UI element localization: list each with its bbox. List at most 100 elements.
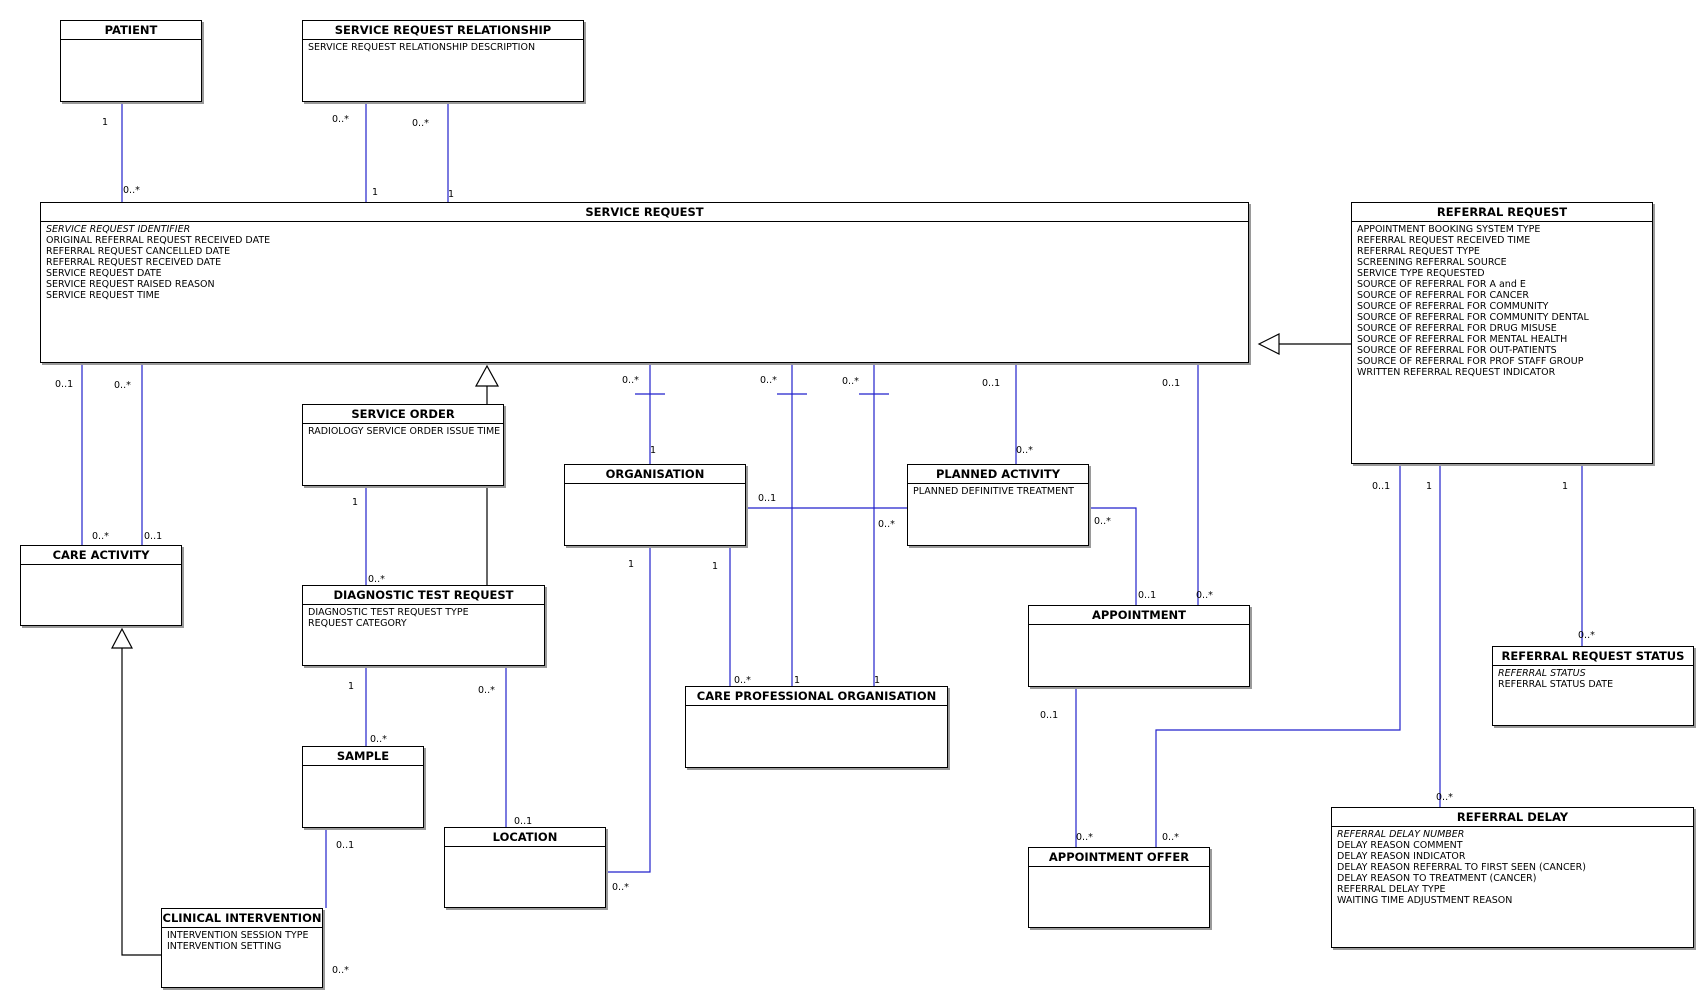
generalization-arrowhead [474,364,500,387]
class-attribute: SERVICE REQUEST IDENTIFIER [46,224,191,235]
class-attribute: SERVICE REQUEST RELATIONSHIP DESCRIPTION [308,42,536,53]
multiplicity-label: 1 [448,189,455,200]
class-attribute: SOURCE OF REFERRAL FOR COMMUNITY DENTAL [1357,312,1589,323]
class-service-request-relationship[interactable]: SERVICE REQUEST RELATIONSHIP SERVICE REQU… [302,20,584,102]
class-attribute: REFERRAL STATUS DATE [1498,679,1614,690]
generalization-arrowhead [1257,333,1280,355]
multiplicity-label: 0..* [1436,792,1453,803]
generalization-line [121,648,161,956]
multiplicity-label: 0..1 [1372,481,1391,492]
class-attribute: WRITTEN REFERRAL REQUEST INDICATOR [1357,367,1556,378]
multiplicity-label: 1 [874,675,881,686]
class-attribute: SOURCE OF REFERRAL FOR MENTAL HEALTH [1357,334,1568,345]
attribute-list [303,766,423,770]
multiplicity-label: 0..* [734,675,751,686]
multiplicity-label: 0..* [878,519,895,530]
class-title: CARE PROFESSIONAL ORGANISATION [686,687,947,706]
class-attribute: DELAY REASON COMMENT [1337,840,1463,851]
class-attribute: WAITING TIME ADJUSTMENT REASON [1337,895,1513,906]
class-attribute: PLANNED DEFINITIVE TREATMENT [913,486,1074,497]
class-title: CARE ACTIVITY [21,546,181,565]
class-attribute: SERVICE TYPE REQUESTED [1357,268,1485,279]
multiplicity-label: 0..* [92,531,109,542]
class-title: REFERRAL DELAY [1332,808,1693,827]
association-line [1155,465,1401,847]
class-attribute: APPOINTMENT BOOKING SYSTEM TYPE [1357,224,1541,235]
multiplicity-label: 0..1 [1162,378,1181,389]
class-patient[interactable]: PATIENT [60,20,202,102]
multiplicity-label: 0..1 [55,379,74,390]
class-attribute: DELAY REASON REFERRAL TO FIRST SEEN (CAN… [1337,862,1586,873]
class-attribute: REFERRAL REQUEST RECEIVED TIME [1357,235,1531,246]
class-attribute: REFERRAL REQUEST CANCELLED DATE [46,246,231,257]
class-sample[interactable]: SAMPLE [302,746,424,828]
class-attribute: SOURCE OF REFERRAL FOR A and E [1357,279,1526,290]
class-location[interactable]: LOCATION [444,827,606,908]
class-appointment[interactable]: APPOINTMENT [1028,605,1250,687]
class-attribute: REFERRAL REQUEST RECEIVED DATE [46,257,222,268]
class-attribute: INTERVENTION SETTING [167,941,282,952]
attribute-list [445,847,605,851]
multiplicity-label: 0..* [842,376,859,387]
multiplicity-label: 0..* [370,734,387,745]
multiplicity-label: 1 [102,117,109,128]
class-care-activity[interactable]: CARE ACTIVITY [20,545,182,626]
attribute-list [565,484,745,488]
multiplicity-label: 1 [1562,481,1569,492]
class-attribute: REQUEST CATEGORY [308,618,407,629]
class-attribute: DELAY REASON TO TREATMENT (CANCER) [1337,873,1537,884]
multiplicity-label: 0..1 [1138,590,1157,601]
class-appointment-offer[interactable]: APPOINTMENT OFFER [1028,847,1210,928]
class-care-professional-organisation[interactable]: CARE PROFESSIONAL ORGANISATION [685,686,948,768]
multiplicity-label: 0..* [1196,590,1213,601]
class-title: LOCATION [445,828,605,847]
multiplicity-label: 0..* [412,118,429,129]
multiplicity-label: 0..* [1578,630,1595,641]
multiplicity-label: 0..* [368,574,385,585]
class-attribute: REFERRAL DELAY NUMBER [1337,829,1465,840]
class-attribute: REFERRAL REQUEST TYPE [1357,246,1480,257]
multiplicity-label: 0..* [123,185,140,196]
class-title: SERVICE ORDER [303,405,503,424]
class-attribute: SOURCE OF REFERRAL FOR PROF STAFF GROUP [1357,356,1584,367]
multiplicity-label: 1 [352,497,359,508]
multiplicity-label: 1 [1426,481,1433,492]
attribute-list [1029,625,1249,629]
class-attribute: SERVICE REQUEST DATE [46,268,162,279]
class-attribute: REFERRAL STATUS [1498,668,1586,679]
multiplicity-label: 0..1 [336,840,355,851]
attribute-list [21,565,181,569]
attribute-list: PLANNED DEFINITIVE TREATMENT [908,484,1088,499]
multiplicity-label: 0..1 [758,493,777,504]
multiplicity-label: 0..* [332,965,349,976]
attribute-list: RADIOLOGY SERVICE ORDER ISSUE TIME [303,424,503,439]
multiplicity-label: 0..1 [514,816,533,827]
multiplicity-label: 1 [650,445,657,456]
class-title: PATIENT [61,21,201,40]
class-attribute: DELAY REASON INDICATOR [1337,851,1466,862]
multiplicity-label: 0..* [114,380,131,391]
attribute-list [686,706,947,710]
class-attribute: SOURCE OF REFERRAL FOR CANCER [1357,290,1529,301]
class-title: SERVICE REQUEST RELATIONSHIP [303,21,583,40]
multiplicity-label: 0..1 [1040,710,1059,721]
multiplicity-label: 1 [712,561,719,572]
association-line [1090,507,1137,605]
multiplicity-label: 0..* [1162,832,1179,843]
attribute-list [61,40,201,44]
multiplicity-label: 0..* [760,375,777,386]
class-organisation[interactable]: ORGANISATION [564,464,746,546]
